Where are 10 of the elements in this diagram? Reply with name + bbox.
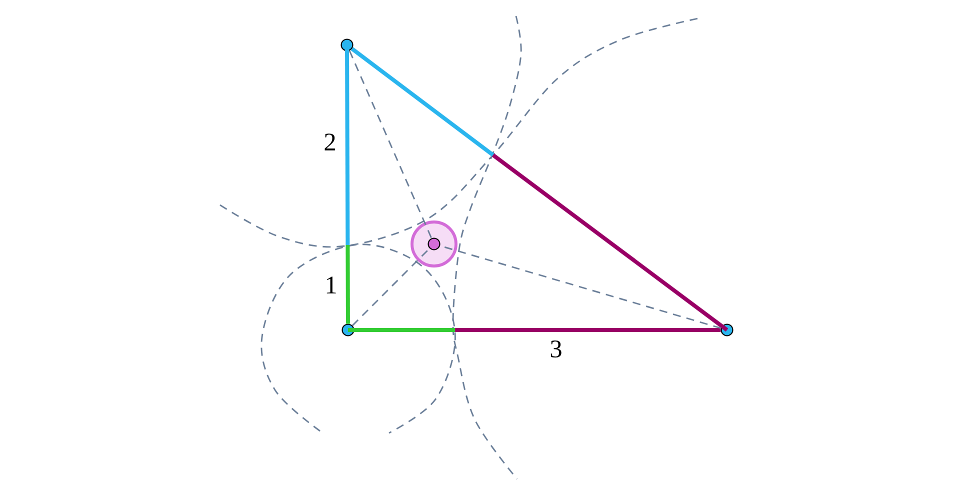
triangle-side: [348, 328, 721, 332]
triangle-side: [350, 47, 728, 332]
vertex-point: [720, 324, 734, 336]
length-label: 1: [326, 276, 336, 294]
length-label: 2: [324, 134, 335, 150]
triangle-side: [345, 44, 350, 324]
center-point: [428, 238, 440, 250]
length-label: 3: [550, 340, 562, 358]
dashed-line: [348, 50, 432, 239]
dashed-line: [352, 248, 430, 326]
